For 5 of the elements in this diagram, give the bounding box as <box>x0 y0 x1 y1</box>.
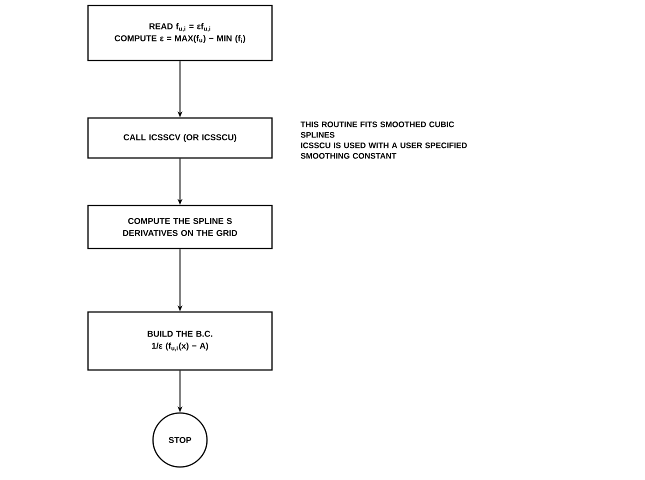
process-box: READ f$_{u,i}$ = εf$_{u,i}$ COMPUTE ε = MAX(f$_{u}$) − MIN (f$_{i}$) <box>87 4 273 62</box>
process-box: BUILD THE B.C. 1/ε (f$_{u,i}$(x) − A) <box>87 311 273 371</box>
note-text: THIS ROUTINE FITS SMOOTHED CUBIC SPLINES ICSSCU IS USED WITH A USER SPECIFIED SMOOTHING CONSTANT <box>300 122 467 159</box>
process-box: COMPUTE THE SPLINE S DERIVATIVES ON THE GRID <box>87 204 273 250</box>
process-box: CALL ICSSCV (OR ICSSCU) <box>87 117 273 159</box>
